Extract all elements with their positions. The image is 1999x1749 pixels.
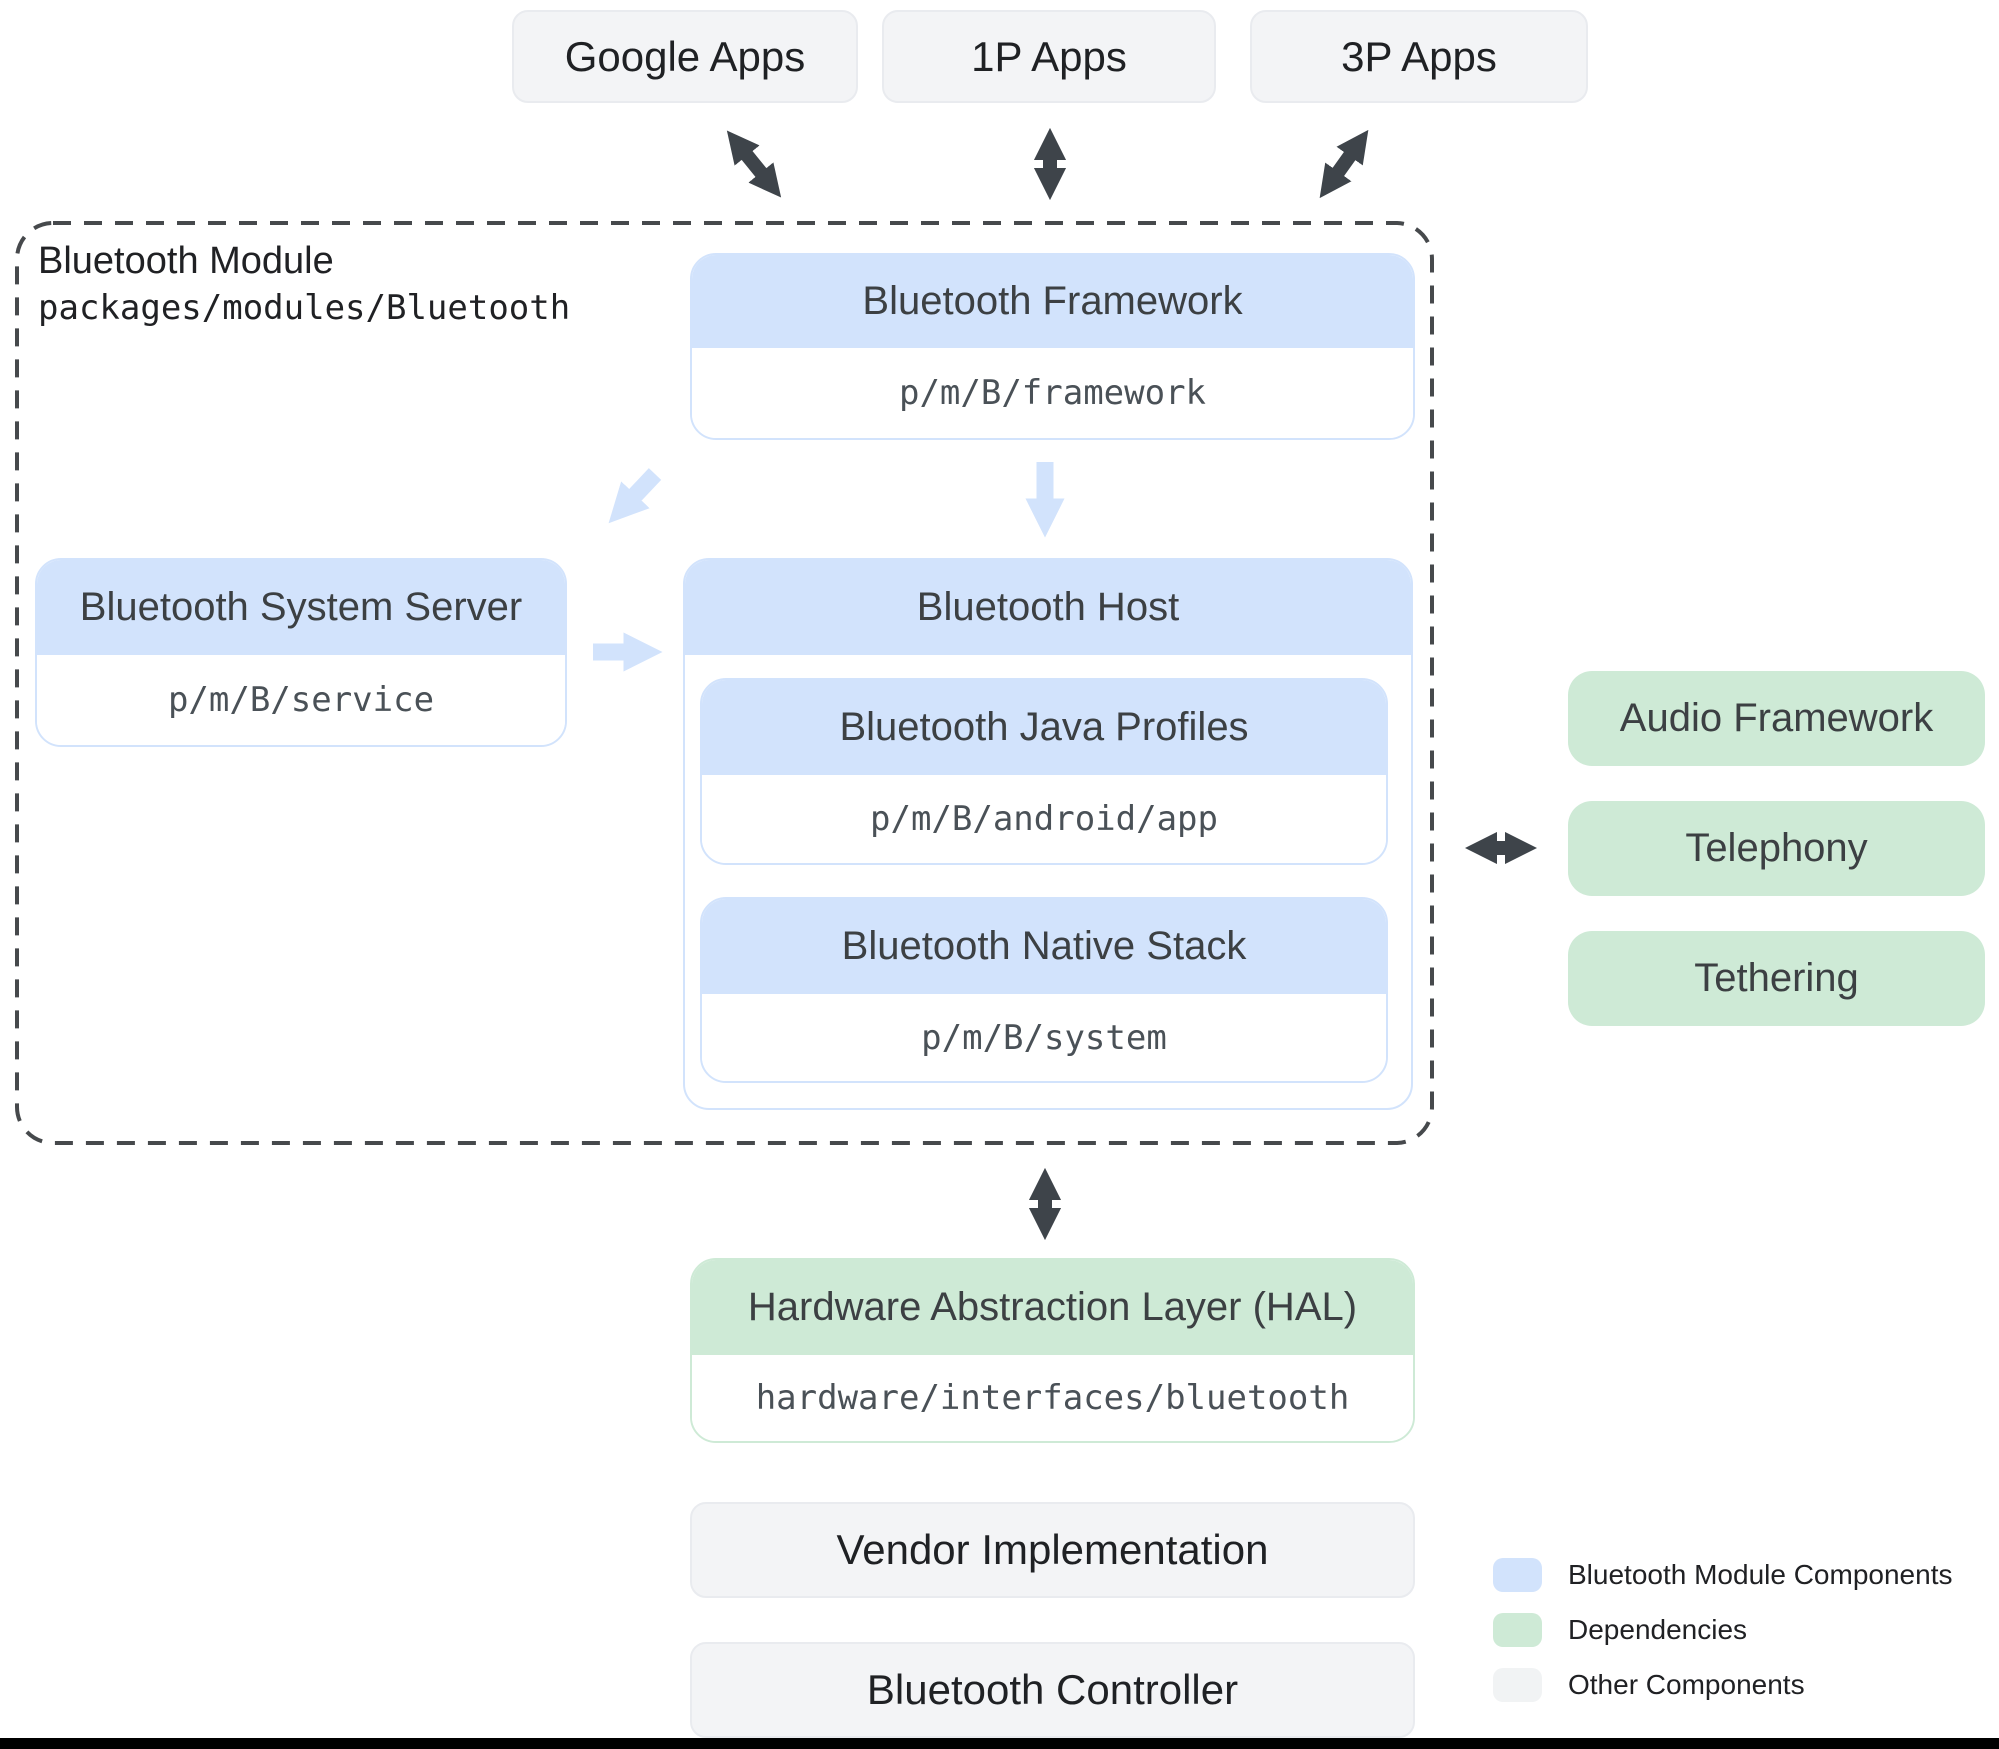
bluetooth-module-label: Bluetooth Module packages/modules/Blueto… bbox=[38, 236, 570, 330]
google-apps-module-arrow bbox=[726, 130, 782, 198]
bluetooth-system-server-path: p/m/B/service bbox=[37, 655, 565, 745]
audio-framework-label: Audio Framework bbox=[1619, 696, 1934, 740]
bluetooth-controller-box: Bluetooth Controller bbox=[690, 1642, 1415, 1738]
bluetooth-system-server-title: Bluetooth System Server bbox=[37, 560, 565, 655]
legend-swatch-module-components bbox=[1493, 1558, 1542, 1592]
vendor-implementation-label: Vendor Implementation bbox=[836, 1526, 1269, 1573]
legend-row-module-components: Bluetooth Module Components bbox=[1493, 1558, 1952, 1592]
bottom-edge-bar bbox=[0, 1738, 1999, 1749]
audio-framework-box: Audio Framework bbox=[1568, 671, 1985, 766]
bluetooth-java-profiles-box: Bluetooth Java Profiles p/m/B/android/ap… bbox=[700, 678, 1388, 865]
vendor-implementation-box: Vendor Implementation bbox=[690, 1502, 1415, 1598]
bluetooth-framework-title: Bluetooth Framework bbox=[692, 255, 1413, 348]
bluetooth-host-box: Bluetooth Host Bluetooth Java Profiles p… bbox=[683, 558, 1413, 1110]
3p-apps-box: 3P Apps bbox=[1250, 10, 1588, 103]
framework-system-server-arrow bbox=[608, 468, 662, 524]
legend-label-dependencies: Dependencies bbox=[1568, 1614, 1748, 1645]
1p-apps-box: 1P Apps bbox=[882, 10, 1216, 103]
legend-row-dependencies: Dependencies bbox=[1493, 1613, 1952, 1647]
tethering-box: Tethering bbox=[1568, 931, 1985, 1026]
bluetooth-module-path: packages/modules/Bluetooth bbox=[38, 288, 571, 328]
3p-apps-module-arrow bbox=[1319, 129, 1369, 199]
tethering-label: Tethering bbox=[1694, 956, 1859, 1000]
bluetooth-native-stack-title: Bluetooth Native Stack bbox=[702, 899, 1386, 994]
hal-box: Hardware Abstraction Layer (HAL) hardwar… bbox=[690, 1258, 1415, 1443]
legend-label-module-components: Bluetooth Module Components bbox=[1568, 1559, 1953, 1590]
bluetooth-host-title: Bluetooth Host bbox=[685, 560, 1411, 655]
bluetooth-java-profiles-path: p/m/B/android/app bbox=[702, 775, 1386, 863]
telephony-label: Telephony bbox=[1685, 826, 1868, 870]
bluetooth-framework-box: Bluetooth Framework p/m/B/framework bbox=[690, 253, 1415, 440]
hal-path: hardware/interfaces/bluetooth bbox=[692, 1355, 1413, 1441]
legend-label-other-components: Other Components bbox=[1568, 1669, 1805, 1700]
telephony-box: Telephony bbox=[1568, 801, 1985, 896]
bluetooth-system-server-box: Bluetooth System Server p/m/B/service bbox=[35, 558, 567, 747]
bluetooth-native-stack-box: Bluetooth Native Stack p/m/B/system bbox=[700, 897, 1388, 1083]
bluetooth-java-profiles-title: Bluetooth Java Profiles bbox=[702, 680, 1386, 775]
google-apps-label: Google Apps bbox=[564, 32, 806, 80]
legend-row-other-components: Other Components bbox=[1493, 1668, 1952, 1702]
legend: Bluetooth Module Components Dependencies… bbox=[1493, 1558, 1952, 1702]
legend-swatch-other-components bbox=[1493, 1668, 1542, 1702]
bluetooth-module-title: Bluetooth Module bbox=[38, 240, 334, 282]
bluetooth-framework-path: p/m/B/framework bbox=[692, 348, 1413, 438]
hal-title: Hardware Abstraction Layer (HAL) bbox=[692, 1260, 1413, 1355]
bluetooth-native-stack-path: p/m/B/system bbox=[702, 994, 1386, 1081]
1p-apps-label: 1P Apps bbox=[971, 32, 1127, 80]
legend-swatch-dependencies bbox=[1493, 1613, 1542, 1647]
bluetooth-controller-label: Bluetooth Controller bbox=[866, 1666, 1239, 1713]
google-apps-box: Google Apps bbox=[512, 10, 858, 103]
3p-apps-label: 3P Apps bbox=[1341, 32, 1497, 80]
